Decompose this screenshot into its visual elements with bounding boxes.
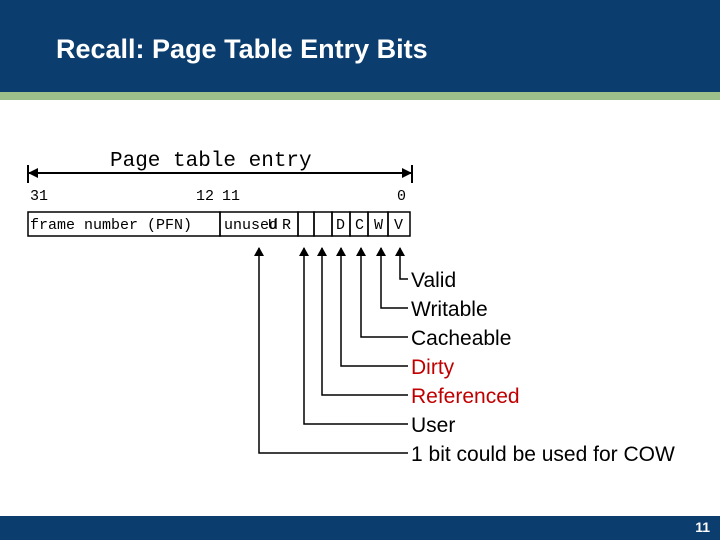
- d-field-text: D: [336, 217, 345, 234]
- pfn-field-text: frame number (PFN): [30, 217, 192, 234]
- r-field-text: R: [282, 217, 291, 234]
- span-arrow-left: [28, 168, 38, 178]
- slide-footer: 11: [0, 516, 720, 540]
- cow-field-text: U: [268, 217, 277, 234]
- cow-field-box: [297, 211, 315, 237]
- annotation-label: Cacheable: [411, 327, 511, 350]
- annotation-label: Writable: [411, 298, 488, 321]
- annotation-label: 1 bit could be used for COW: [411, 443, 675, 466]
- annotation-label: Valid: [411, 269, 456, 292]
- page-number: 11: [695, 519, 710, 535]
- c-field-text: C: [355, 217, 364, 234]
- bit-label-12: 12: [196, 188, 214, 205]
- annotation-label: Dirty: [411, 356, 455, 379]
- annotation-list: ValidWritableCacheableDirtyReferencedUse…: [411, 269, 675, 466]
- arrow-valid: [395, 247, 408, 280]
- unused-field-text: unused: [224, 217, 278, 234]
- bit-label-0: 0: [397, 188, 406, 205]
- arrow-cow: [254, 247, 408, 454]
- arrow-writable: [376, 247, 408, 309]
- slide-header: Recall: Page Table Entry Bits: [0, 0, 720, 92]
- arrow-dirty: [336, 247, 408, 367]
- header-accent-stripe: [0, 92, 720, 100]
- arrow-user: [299, 247, 408, 425]
- user-field-box: [313, 211, 333, 237]
- arrow-referenced: [317, 247, 408, 396]
- annotation-label: Referenced: [411, 385, 520, 408]
- register-row: [27, 211, 411, 237]
- arrow-cacheable: [356, 247, 408, 338]
- v-field-text: V: [394, 217, 403, 234]
- slide-title: Recall: Page Table Entry Bits: [56, 34, 428, 64]
- entry-label: Page table entry: [110, 150, 312, 173]
- span-arrow-right: [402, 168, 412, 178]
- annotation-label: User: [411, 414, 455, 437]
- bit-label-31: 31: [30, 188, 48, 205]
- valid-field-box: [387, 211, 411, 237]
- bit-label-11: 11: [222, 188, 240, 205]
- w-field-text: W: [374, 217, 383, 234]
